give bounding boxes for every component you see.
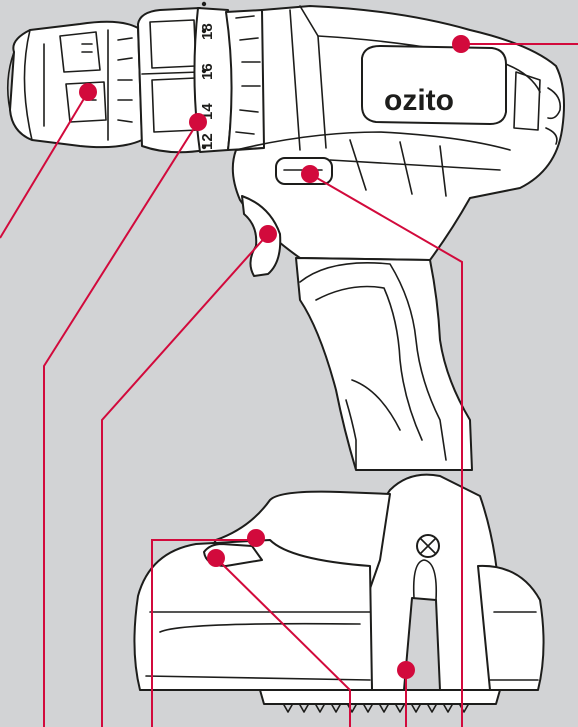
scale-dot bbox=[201, 28, 207, 34]
callout-dot-trigger bbox=[259, 225, 277, 243]
scale-dot bbox=[201, 144, 207, 150]
motor-housing: ozito bbox=[231, 5, 565, 261]
leader-trigger bbox=[101, 233, 269, 727]
leader-torque-collar bbox=[43, 121, 199, 727]
callout-dot-belt-clip bbox=[397, 661, 415, 679]
callout-dot-torque-collar bbox=[189, 113, 207, 131]
brand-logo: ozito bbox=[384, 84, 454, 117]
torque-scale-18: 18 bbox=[199, 23, 216, 40]
torque-collar: 12 14 16 18 bbox=[193, 1, 270, 153]
callout-dot-chuck bbox=[79, 83, 97, 101]
leader-battery-release bbox=[215, 557, 351, 727]
leader-direction-selector bbox=[309, 173, 463, 727]
leader-chuck bbox=[0, 91, 89, 239]
scale-dot bbox=[201, 1, 207, 7]
callout-leaders bbox=[0, 43, 578, 727]
chuck bbox=[6, 20, 143, 149]
handle bbox=[241, 195, 473, 471]
callout-dot-direction-selector bbox=[301, 165, 319, 183]
callout-dot-battery-release bbox=[207, 549, 225, 567]
leader-battery bbox=[151, 539, 256, 727]
torque-scale-12: 12 bbox=[199, 133, 216, 150]
callout-dot-motor-housing bbox=[452, 35, 470, 53]
torque-scale-16: 16 bbox=[199, 63, 216, 80]
callout-dot-battery bbox=[247, 529, 265, 547]
callout-dots bbox=[79, 35, 470, 679]
scale-dot bbox=[201, 68, 207, 74]
